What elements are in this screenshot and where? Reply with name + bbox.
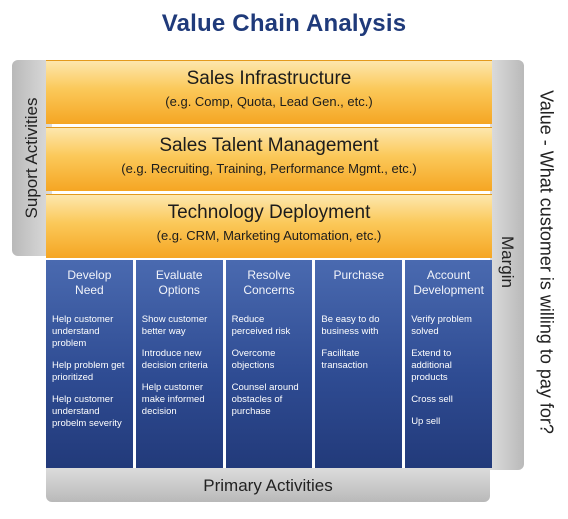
support-bar-technology-deployment: Technology Deployment (e.g. CRM, Marketi… <box>46 194 492 258</box>
support-activities-label: Suport Activities <box>22 97 41 219</box>
column-header: Resolve Concerns <box>232 268 307 304</box>
primary-activities-label: Primary Activities <box>203 476 333 495</box>
column-header-line: Options <box>158 283 200 297</box>
support-bar-title: Sales Infrastructure <box>186 68 352 89</box>
column-item: Overcome objections <box>231 348 276 371</box>
margin-frame <box>490 60 524 470</box>
column-purchase: Purchase Be easy to do business with Fac… <box>315 260 403 468</box>
value-label: Value - What customer is willing to pay … <box>536 90 557 434</box>
column-item: Counsel around obstacles of purchase <box>231 382 299 417</box>
column-header-line: Account <box>426 268 471 282</box>
support-bar-subtitle: (e.g. Comp, Quota, Lead Gen., etc.) <box>165 94 373 109</box>
column-header-line: Purchase <box>333 268 385 282</box>
column-item: Verify problem solved <box>411 314 472 337</box>
column-header: Evaluate Options <box>142 268 217 304</box>
support-bar-title: Sales Talent Management <box>159 135 379 156</box>
column-evaluate-options: Evaluate Options Show customer better wa… <box>135 260 223 468</box>
column-item: Introduce new decision criteria <box>141 348 208 371</box>
column-header: Account Development <box>411 268 486 304</box>
column-header-line: Evaluate <box>155 268 203 282</box>
column-item: Facilitate transaction <box>321 348 368 371</box>
support-bar-subtitle: (e.g. CRM, Marketing Automation, etc.) <box>156 228 382 243</box>
support-bar-subtitle: (e.g. Recruiting, Training, Performance … <box>121 161 417 176</box>
column-item: Extend to additional products <box>411 348 452 383</box>
column-item: Be easy to do business with <box>321 314 380 337</box>
support-bar-sales-infrastructure: Sales Infrastructure (e.g. Comp, Quota, … <box>46 60 492 124</box>
column-resolve-concerns: Resolve Concerns Reduce perceived risk O… <box>225 260 313 468</box>
diagram-title: Value Chain Analysis <box>161 10 407 37</box>
margin-label: Margin <box>498 236 517 288</box>
column-header-line: Resolve <box>247 268 291 282</box>
primary-activity-columns: Develop Need Help customer understand pr… <box>46 260 492 468</box>
column-account-development: Account Development Verify problem solve… <box>405 260 492 468</box>
column-item: Help customer make informed decision <box>141 382 205 417</box>
column-item: Help problem get prioritized <box>52 360 125 383</box>
support-activities-frame <box>12 60 52 256</box>
column-header-line: Concerns <box>243 283 295 297</box>
primary-activities-frame <box>46 468 490 502</box>
support-bar-sales-talent-management: Sales Talent Management (e.g. Recruiting… <box>46 127 492 191</box>
column-item: Up sell <box>411 416 441 427</box>
column-item: Reduce perceived risk <box>231 314 291 337</box>
column-header: Develop Need <box>52 268 127 304</box>
support-bar-title: Technology Deployment <box>167 202 371 223</box>
column-item: Help customer understand problem <box>52 314 114 349</box>
column-header: Purchase <box>321 268 396 304</box>
column-develop-need: Develop Need Help customer understand pr… <box>46 260 133 468</box>
column-item: Cross sell <box>411 394 453 405</box>
column-header-line: Need <box>75 283 104 297</box>
column-header-line: Develop <box>67 268 112 282</box>
column-item: Show customer better way <box>141 314 208 337</box>
column-item: Help customer understand probelm severit… <box>52 394 122 429</box>
column-header-line: Development <box>413 283 484 297</box>
